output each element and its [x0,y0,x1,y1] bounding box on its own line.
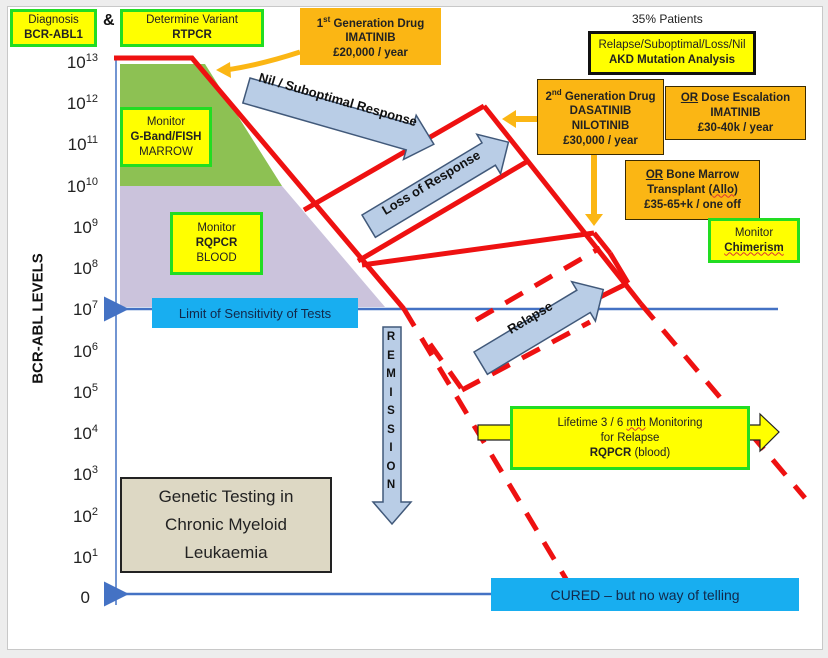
remission-letter: I [389,442,393,454]
mutation-test: AKD Mutation Analysis [608,54,736,66]
remission-letter: S [387,405,395,417]
second-gen-title: 2nd Generation Drug [545,87,656,103]
marrow-sample: MARROW [139,145,193,158]
title-line-2: Chronic Myeloid [165,515,287,534]
relapse-arrow [472,280,605,376]
ampersand: & [103,12,115,29]
remission-letter: I [389,386,393,399]
y-tick-label: 107 [72,299,98,320]
lifetime-monitoring-purpose: for Relapse [600,431,660,444]
chimerism-label: Monitor [734,226,774,239]
lifetime-monitoring-frequency: Lifetime 3 / 6 mth Monitoring [557,416,703,429]
chimerism-box: Monitor Chimerism [708,218,800,263]
blood-test: RQPCR [195,237,238,249]
remission-arrow [371,326,413,526]
y-tick-label: 1010 [66,175,98,196]
title-line-3: Leukaemia [184,543,268,562]
second-treatment-descent [482,104,643,306]
cured-label: CURED – but no way of telling [491,578,799,611]
relapse-dashed-corner [427,342,467,394]
first-gen-title: 1st Generation Drug [316,14,425,30]
diagnosis-box: Diagnosis BCR-ABL1 [10,9,97,47]
y-axis-label: BCR-ABL LEVELS [29,253,47,384]
first-gen-drug-box: 1st Generation Drug IMATINIB £20,000 / y… [300,8,441,65]
nil-suboptimal-arrow [241,77,435,161]
y-tick-label: 1011 [67,134,98,155]
first-gen-drug-name: IMATINIB [345,32,396,45]
dose-escalation-box: OR Dose Escalation IMATINIB £30-40k / ye… [665,86,806,140]
remission-letter: M [386,368,396,380]
bone-marrow-transplant: Transplant (Allo) [647,183,738,196]
remission-letter: R [386,331,396,343]
marrow-monitor-label: Monitor [146,115,186,128]
marrow-test: G-Band/FISH [130,130,202,143]
y-tick-label: 0 [80,588,90,607]
dasatinib-label: DASATINIB [569,105,632,118]
second-treatment-dashed [639,302,807,500]
y-tick-label: 108 [72,258,98,279]
bone-marrow-title: OR Bone Marrow [645,168,740,181]
nilotinib-label: NILOTINIB [571,120,630,133]
y-tick-label: 109 [72,216,98,237]
second-gen-down-arrow [585,155,603,226]
y-tick-label: 106 [72,340,98,361]
y-tick-label: 104 [72,423,98,444]
first-gen-cost: £20,000 / year [333,47,408,60]
patients-percentage: 35% Patients [632,12,703,26]
diagnosis-test: BCR-ABL1 [24,29,83,41]
marrow-monitor-box: Monitor G-Band/FISH MARROW [120,107,212,167]
relapse-rise-3 [607,251,631,285]
relapse-dashed-lower [460,319,592,393]
bone-marrow-cost: £35-65+k / one off [644,198,741,211]
variant-label: Determine Variant [146,14,238,26]
y-tick-label: 102 [72,505,98,526]
relapse-rise-2 [592,231,612,255]
limit-of-sensitivity-label: Limit of Sensitivity of Tests [152,298,358,328]
variant-test: RTPCR [172,29,212,41]
second-gen-cost: £30,000 / year [563,135,638,148]
remission-letter: S [387,423,395,436]
y-tick-label: 103 [72,464,98,485]
bone-marrow-box: OR Bone Marrow Transplant (Allo) £35-65+… [625,160,760,220]
initial-response-line [114,55,406,311]
mutation-triggers: Relapse/Suboptimal/Loss/Nil [598,39,746,51]
mutation-analysis-box: Relapse/Suboptimal/Loss/Nil AKD Mutation… [588,31,756,75]
blood-monitor-label: Monitor [197,222,236,234]
y-tick-label: 1012 [66,93,98,114]
blood-sample: BLOOD [196,252,237,264]
nil-response-rise [302,103,486,213]
loss-of-response-arrow [360,133,510,239]
second-gen-left-arrow [502,110,540,128]
lifetime-monitoring-test: RQPCR (blood) [589,446,671,459]
dose-escalation-title: OR Dose Escalation [680,91,791,104]
dose-escalation-cost: £30-40k / year [697,121,774,134]
variant-box: Determine Variant RTPCR [120,9,264,47]
diagnosis-label: Diagnosis [28,14,79,26]
lifetime-monitoring-box: Lifetime 3 / 6 mth Monitoring for Relaps… [510,406,750,470]
first-gen-arrow [216,49,301,78]
remission-letter: N [386,479,396,491]
diagram-title-box: Genetic Testing in Chronic Myeloid Leuka… [120,477,332,573]
y-tick-label: 1013 [66,52,98,72]
chimerism-test: Chimerism [724,241,784,254]
remission-letter: O [386,460,396,473]
relapse-dashed-upper [474,245,602,323]
remission-dashed [401,307,578,596]
blood-monitor-box: Monitor RQPCR BLOOD [170,212,263,275]
relapse-rise-1 [361,230,595,268]
remission-letter: E [387,349,395,362]
y-tick-label: 101 [72,546,98,567]
y-tick-label: 105 [72,381,98,402]
title-line-1: Genetic Testing in [158,487,294,506]
dose-escalation-drug: IMATINIB [710,106,761,119]
loss-response-rise [356,158,530,264]
second-gen-drug-box: 2nd Generation Drug DASATINIB NILOTINIB … [537,79,664,155]
